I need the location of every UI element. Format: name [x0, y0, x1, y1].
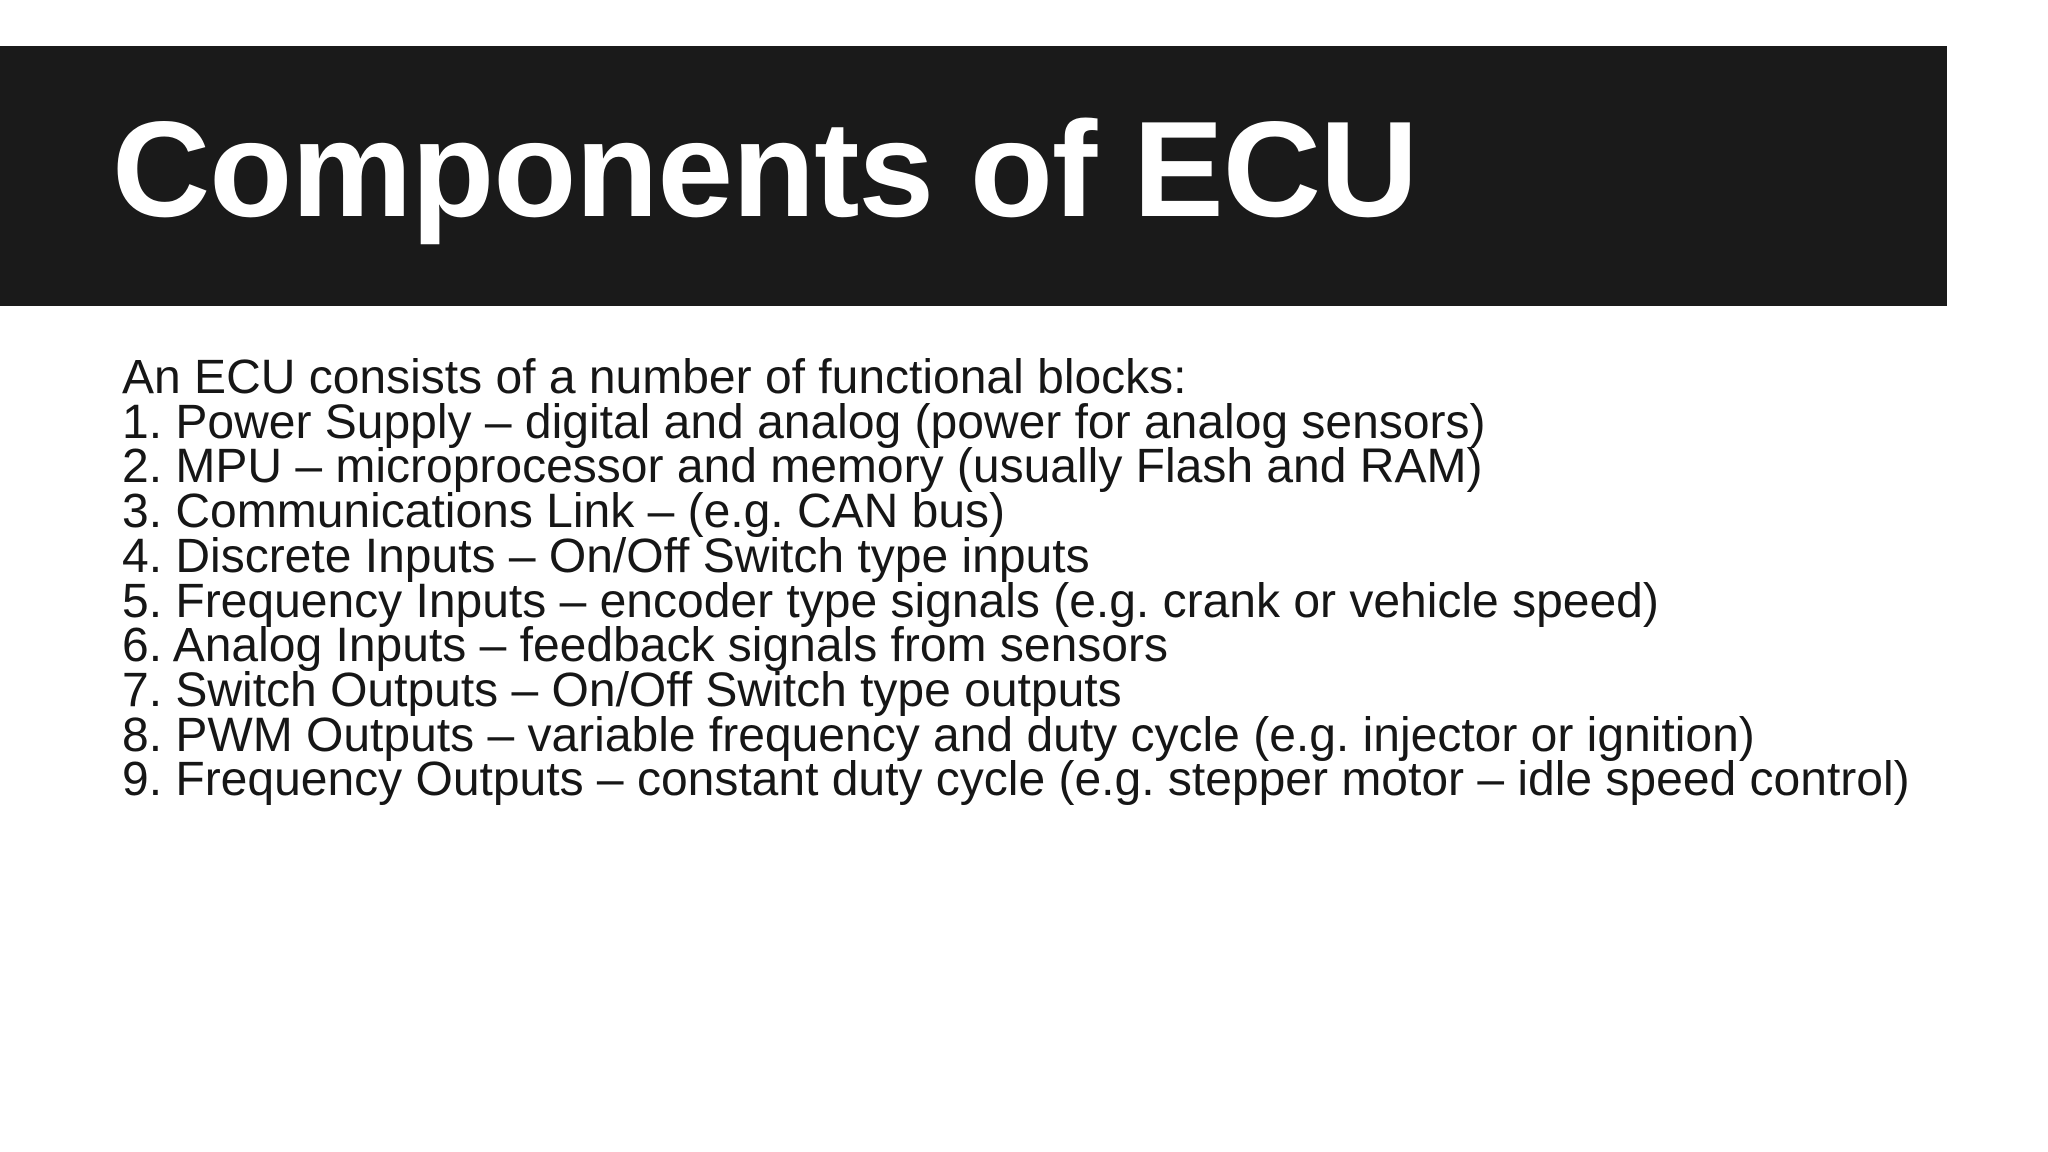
list-item: 2. MPU – microprocessor and memory (usua…: [122, 440, 1483, 494]
body-content: An ECU consists of a number of functiona…: [122, 351, 1922, 807]
list-item: 4. Discrete Inputs – On/Off Switch type …: [122, 529, 1090, 583]
list-item: 5. Frequency Inputs – encoder type signa…: [122, 574, 1659, 628]
list-item: 3. Communications Link – (e.g. CAN bus): [122, 485, 1006, 539]
title-banner: Components of ECU: [0, 46, 1947, 306]
list-item: 6. Analog Inputs – feedback signals from…: [122, 619, 1168, 673]
list-item: 8. PWM Outputs – variable frequency and …: [122, 708, 1755, 762]
list-item: 9. Frequency Outputs – constant duty cyc…: [122, 753, 1910, 807]
list-item: 7. Switch Outputs – On/Off Switch type o…: [122, 663, 1122, 717]
body-intro-line: An ECU consists of a number of functiona…: [122, 351, 1187, 404]
page-title: Components of ECU: [112, 93, 1418, 245]
list-item: 1. Power Supply – digital and analog (po…: [122, 395, 1486, 449]
